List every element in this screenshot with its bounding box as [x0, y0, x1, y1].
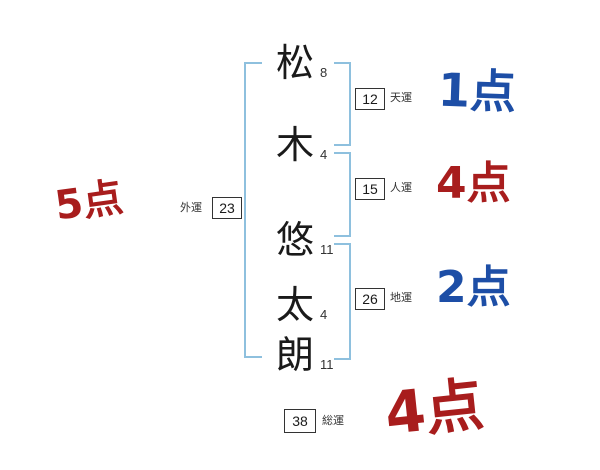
name-char-row: 松 8 [276, 44, 327, 82]
bracket-outer-tick-top [244, 62, 262, 64]
kanji-glyph: 木 [276, 123, 315, 167]
jinun-box: 15 [355, 178, 385, 200]
bracket-tenun-line [349, 62, 351, 146]
souun-label: 総運 [322, 415, 344, 427]
name-char-row: 太 4 [276, 286, 327, 324]
bracket-jinun-line [349, 152, 351, 237]
score-gaiun: 5点 [52, 174, 126, 230]
gaiun-box: 23 [212, 197, 242, 219]
stroke-count: 4 [320, 147, 328, 162]
bracket-outer-line [244, 62, 246, 358]
score-souun: 4点 [381, 370, 487, 448]
tenun-label: 天運 [390, 92, 412, 104]
stroke-count: 8 [320, 65, 328, 80]
souun-value: 38 [292, 413, 308, 429]
stroke-count: 11 [320, 242, 334, 257]
bracket-chiun-line [349, 243, 351, 360]
kanji-glyph: 太 [276, 283, 315, 327]
name-char-row: 木 4 [276, 126, 327, 164]
stroke-count: 4 [320, 307, 328, 322]
gaiun-value: 23 [219, 200, 235, 216]
name-char-row: 悠 11 [276, 221, 334, 259]
kanji-glyph: 松 [276, 41, 315, 85]
score-jinun: 4点 [436, 158, 511, 209]
bracket-tenun-tick-top [334, 62, 351, 64]
chiun-label: 地運 [390, 292, 412, 304]
chiun-box: 26 [355, 288, 385, 310]
bracket-jinun-tick-bottom [334, 235, 351, 237]
name-char-row: 朗 11 [276, 336, 334, 374]
tenun-box: 12 [355, 88, 385, 110]
score-chiun: 2点 [436, 262, 511, 313]
kanji-glyph: 悠 [276, 218, 315, 262]
jinun-label: 人運 [390, 182, 412, 194]
chiun-value: 26 [362, 291, 378, 307]
bracket-jinun-tick-top [334, 152, 351, 154]
stroke-count: 11 [320, 357, 334, 372]
bracket-chiun-tick-top [334, 243, 351, 245]
tenun-value: 12 [362, 91, 378, 107]
jinun-value: 15 [362, 181, 378, 197]
gaiun-label: 外運 [180, 202, 202, 214]
bracket-chiun-tick-bottom [334, 358, 351, 360]
score-tenun: 1点 [437, 62, 517, 120]
bracket-tenun-tick-bottom [334, 144, 351, 146]
souun-box: 38 [284, 409, 316, 433]
bracket-outer-tick-bottom [244, 356, 262, 358]
kanji-glyph: 朗 [276, 333, 315, 377]
